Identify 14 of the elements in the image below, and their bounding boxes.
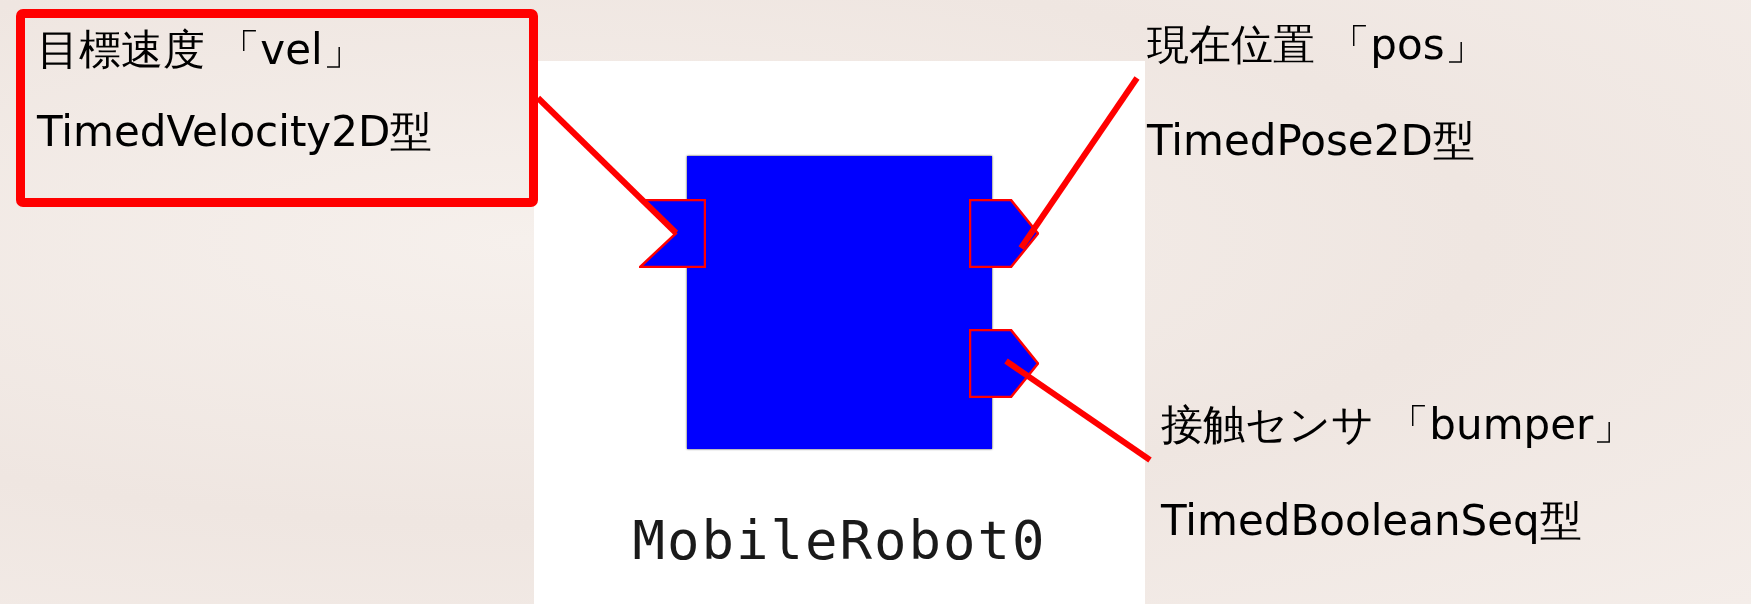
port-name: 現在位置 「pos」: [1147, 19, 1487, 71]
component-name: MobileRobot0: [632, 509, 1047, 572]
leader-line: [1004, 358, 1152, 463]
data-type: TimedPose2D型: [1147, 115, 1476, 167]
callout-frame: [16, 9, 538, 207]
output-port: [969, 199, 1039, 268]
data-type: TimedBooleanSeq型: [1161, 495, 1583, 547]
output-port: [969, 329, 1039, 398]
input-port: [639, 199, 706, 268]
leader-line: [535, 95, 679, 236]
port-name: 目標速度 「vel」: [37, 24, 366, 76]
port-name: 接触センサ 「bumper」: [1161, 399, 1636, 451]
leader-line: [1018, 76, 1140, 250]
data-type: TimedVelocity2D型: [37, 106, 434, 158]
